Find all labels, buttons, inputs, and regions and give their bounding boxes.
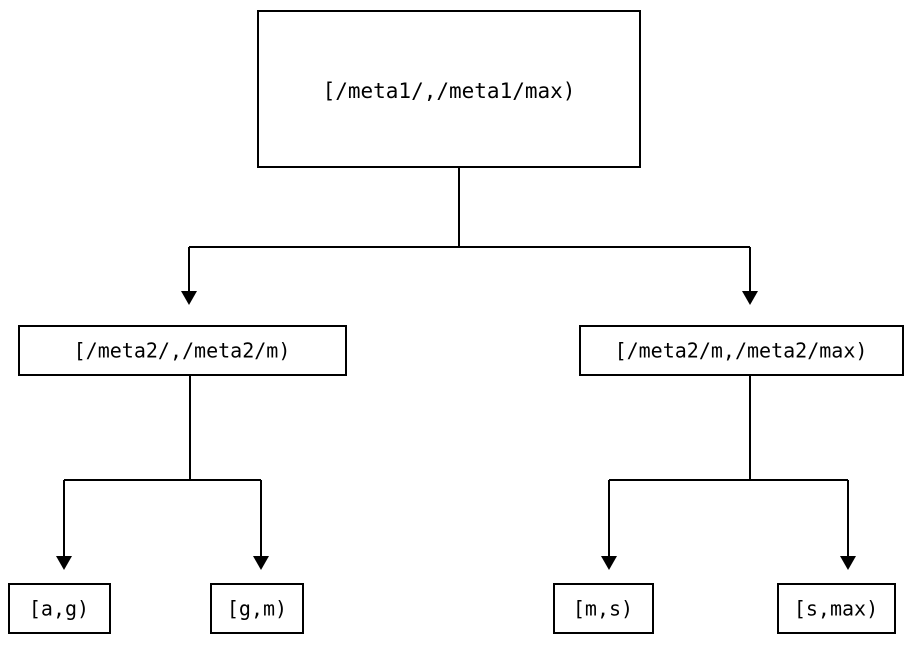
arrowhead-root-to-mid-right-icon xyxy=(742,291,758,305)
node-mid-right[interactable]: [/meta2/m,/meta2/max) xyxy=(578,324,905,377)
node-leaf-1-box xyxy=(7,582,112,635)
arrowhead-to-leaf-1-icon xyxy=(56,556,72,570)
node-leaf-3-box xyxy=(552,582,655,635)
node-mid-right-label: [/meta2/m,/meta2/max) xyxy=(615,339,868,363)
node-mid-left[interactable]: [/meta2/,/meta2/m) xyxy=(17,324,348,377)
node-leaf-2-box xyxy=(209,582,305,635)
edge-mid-right-to-leaves-group xyxy=(601,375,856,570)
node-leaf-4-label: [s,max) xyxy=(794,597,878,621)
arrowhead-to-leaf-3-icon xyxy=(601,556,617,570)
node-leaf-3-label: [m,s) xyxy=(573,597,633,621)
node-leaf-4[interactable]: [s,max) xyxy=(776,582,897,635)
node-leaf-3[interactable]: [m,s) xyxy=(552,582,655,635)
node-leaf-2-label: [g,m) xyxy=(227,597,287,621)
node-root-box xyxy=(256,9,642,169)
node-root-label: [/meta1/,/meta1/max) xyxy=(323,79,576,103)
node-mid-left-box xyxy=(17,324,348,377)
node-root[interactable]: [/meta1/,/meta1/max) xyxy=(256,9,642,169)
edge-mid-left-to-leaves-group xyxy=(56,375,269,570)
node-leaf-4-box xyxy=(776,582,897,635)
edge-root-to-mid-group xyxy=(181,167,758,305)
arrowhead-to-leaf-4-icon xyxy=(840,556,856,570)
node-mid-right-box xyxy=(578,324,905,377)
node-leaf-1[interactable]: [a,g) xyxy=(7,582,112,635)
node-leaf-2[interactable]: [g,m) xyxy=(209,582,305,635)
node-leaf-1-label: [a,g) xyxy=(29,597,89,621)
arrowhead-root-to-mid-left-icon xyxy=(181,291,197,305)
node-mid-left-label: [/meta2/,/meta2/m) xyxy=(74,339,291,363)
arrowhead-to-leaf-2-icon xyxy=(253,556,269,570)
